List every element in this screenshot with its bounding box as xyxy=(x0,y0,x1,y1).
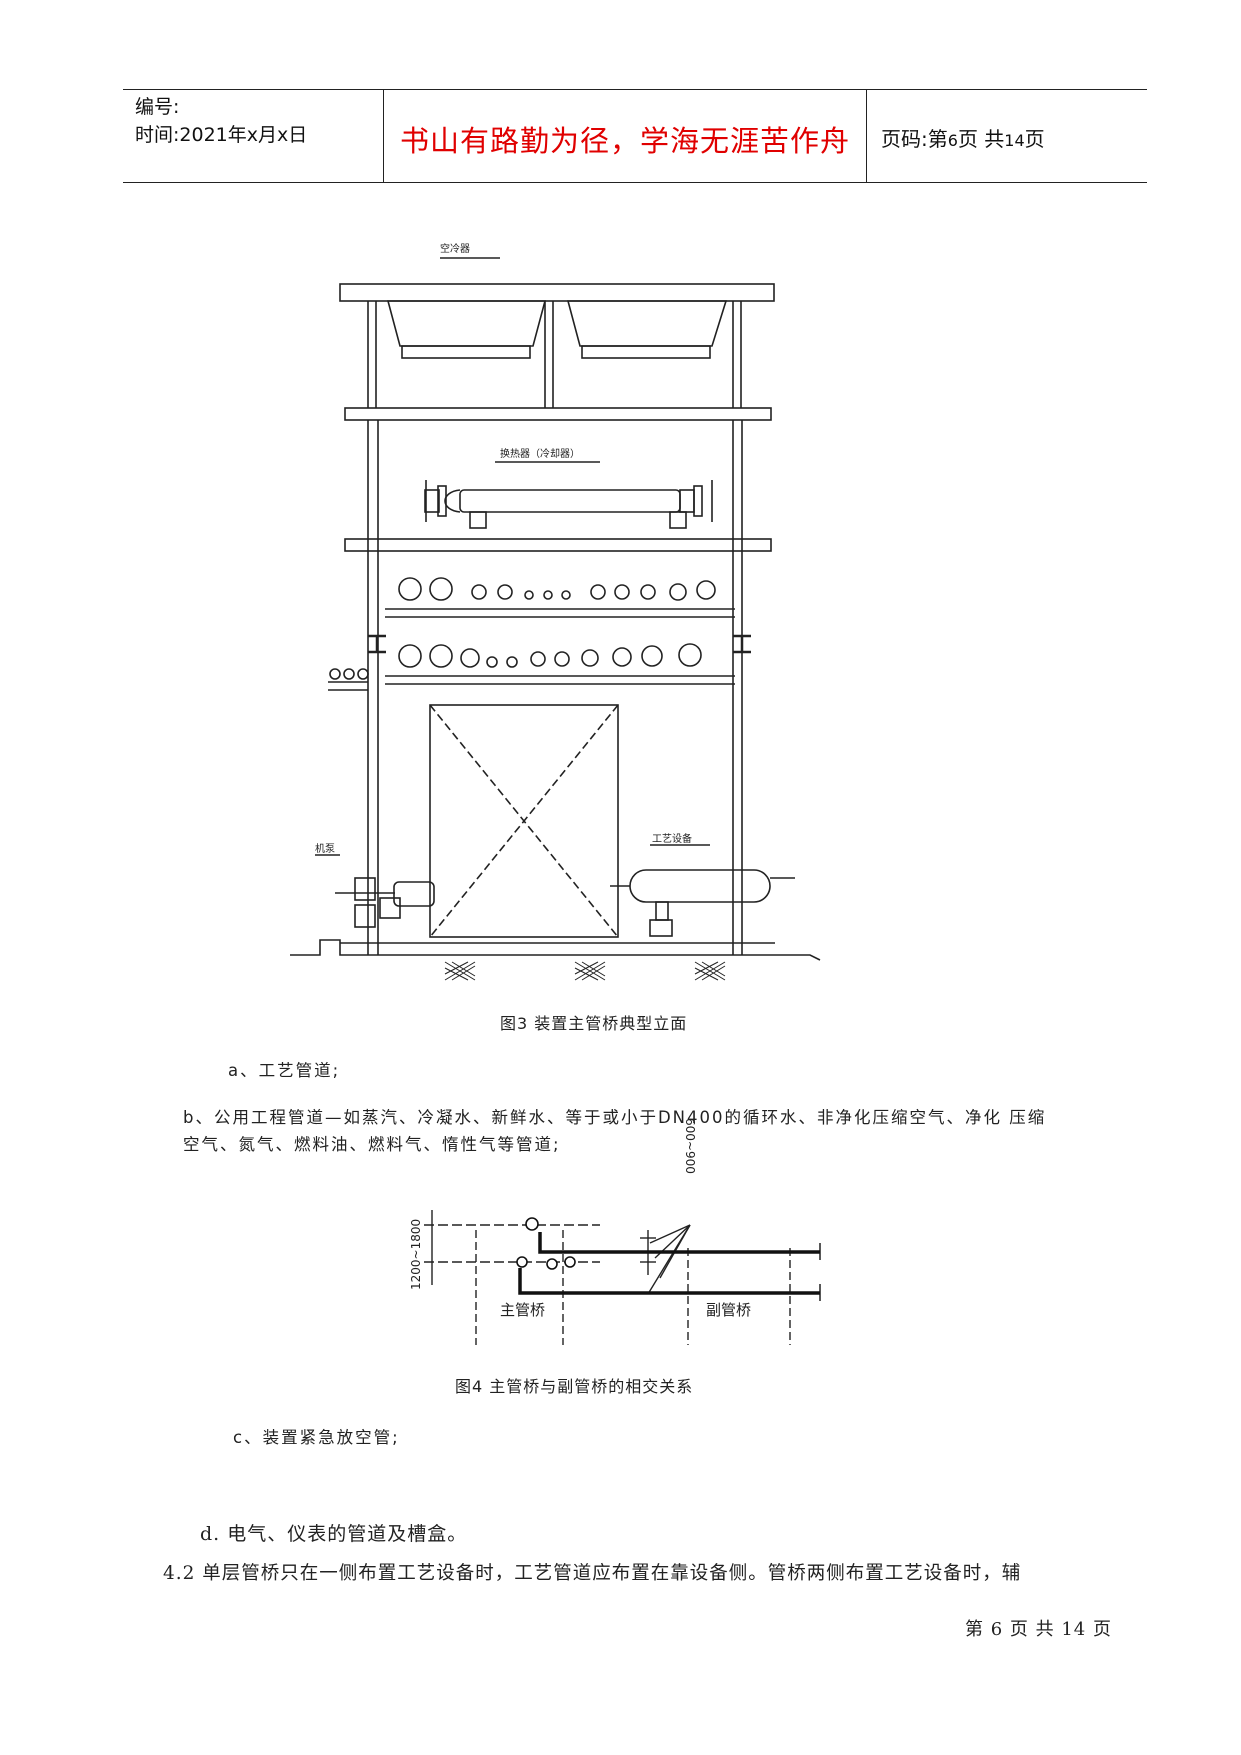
pipe-upper xyxy=(538,1232,820,1254)
header-meta-cell: 编号: 时间:2021年x月x日 xyxy=(123,90,383,182)
number-label: 编号: xyxy=(135,96,180,118)
cooler-hopper-left xyxy=(386,300,547,347)
time-label: 时间:2021年x月x日 xyxy=(135,124,308,146)
label-heat-exchanger: 换热器（冷却器） xyxy=(500,447,580,460)
page-indicator: 页码:第6页 共14页 xyxy=(881,123,1045,152)
page-suffix: 页 xyxy=(1024,127,1045,151)
pipes-tier-1 xyxy=(398,577,716,601)
equipment-box xyxy=(429,704,619,938)
page-prefix: 页码:第 xyxy=(881,127,948,151)
item-b-line1: b、公用工程管道—如蒸汽、冷凝水、新鲜水、等于或小于DN400的循环水、非净化压… xyxy=(183,1108,1047,1127)
pipe-lower xyxy=(518,1268,820,1295)
label-air-cooler: 空冷器 xyxy=(440,242,470,255)
page-footer: 第 6 页 共 14 页 xyxy=(965,1619,1112,1640)
header-motto-cell: 书山有路勤为径，学海无涯苦作舟 xyxy=(383,90,867,182)
label-secondary-bridge: 副管桥 xyxy=(706,1301,751,1319)
item-c: c、装置紧急放空管; xyxy=(233,1428,400,1447)
label-main-bridge: 主管桥 xyxy=(500,1301,545,1319)
label-pump: 机泵 xyxy=(315,842,335,855)
pipes-tier-2 xyxy=(398,643,702,668)
pump xyxy=(393,881,435,907)
section-4-2: 4.2 单层管桥只在一侧布置工艺设备时，工艺管道应布置在靠设备侧。管桥两侧布置工… xyxy=(163,1563,1022,1584)
item-d: d. 电气、仪表的管道及槽盒。 xyxy=(200,1523,468,1545)
figure-3-caption: 图3 装置主管桥典型立面 xyxy=(500,1014,688,1033)
dim-offset: 600~900 xyxy=(683,1118,697,1174)
item-b-line2: 空气、氮气、燃料油、燃料气、惰性气等管道; xyxy=(183,1135,561,1154)
header-page-cell: 页码:第6页 共14页 xyxy=(867,90,1147,182)
page-mid: 页 共 xyxy=(957,127,1005,151)
page-number: 6 xyxy=(947,131,958,150)
cooler-hopper-right xyxy=(566,300,728,347)
page-total: 14 xyxy=(1004,131,1025,150)
label-equipment: 工艺设备 xyxy=(652,832,692,845)
item-a: a、工艺管道; xyxy=(228,1061,341,1080)
third-beam xyxy=(344,538,772,552)
second-beam xyxy=(344,407,772,421)
motto: 书山有路勤为径，学海无涯苦作舟 xyxy=(399,124,850,158)
top-beam xyxy=(339,283,775,302)
page-header: 编号: 时间:2021年x月x日 书山有路勤为径，学海无涯苦作舟 页码:第6页 … xyxy=(123,89,1147,183)
figure-4-caption: 图4 主管桥与副管桥的相交关系 xyxy=(455,1377,694,1396)
dim-vertical: 1200~1800 xyxy=(409,1219,423,1290)
